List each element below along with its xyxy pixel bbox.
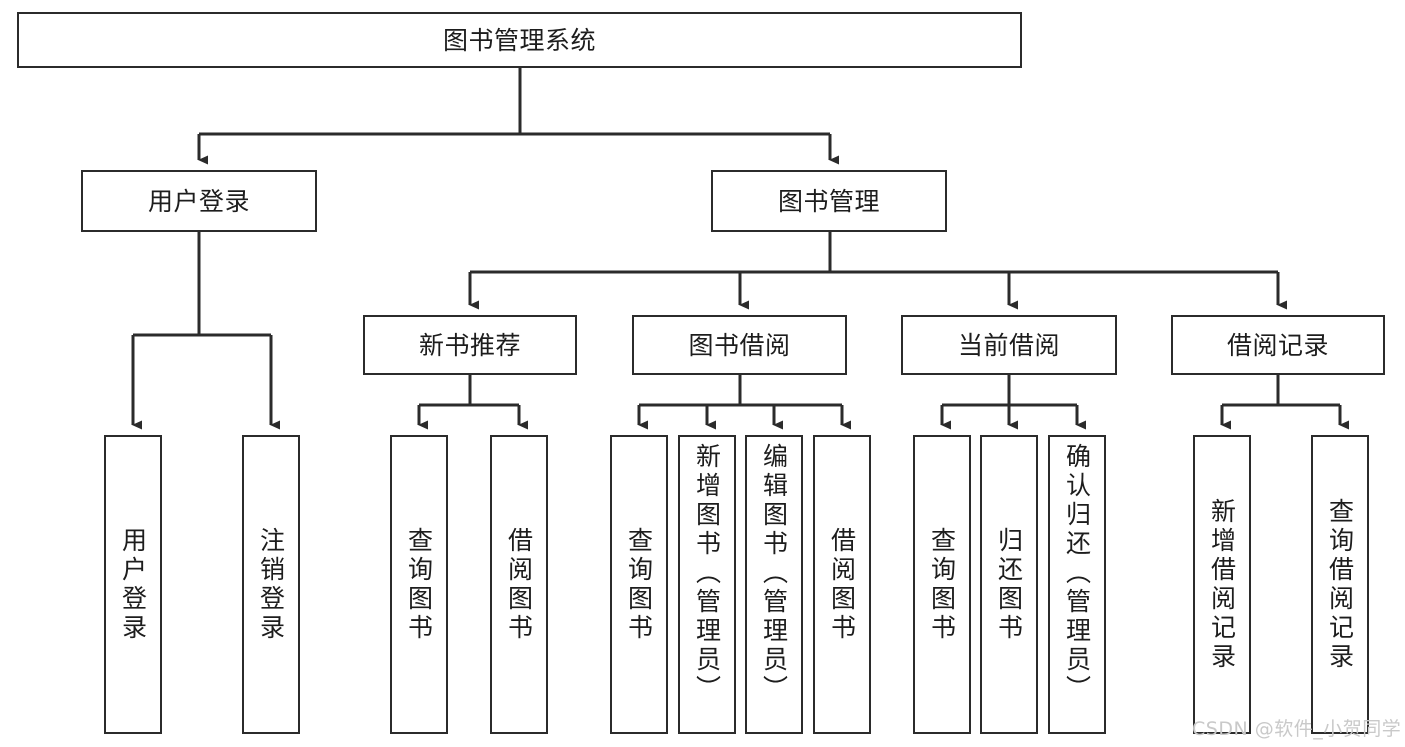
node-new-book-recommend[interactable]: 新书推荐 xyxy=(363,315,577,375)
node-new-book-recommend-label: 新书推荐 xyxy=(418,330,521,360)
node-root-label: 图书管理系统 xyxy=(442,25,596,55)
node-leaf-logout-login[interactable]: 注销登录 xyxy=(242,435,300,734)
node-leaf-confirm-return[interactable]: 确认归还（管理员） xyxy=(1048,435,1106,734)
node-leaf-query-book-3-label: 查询图书 xyxy=(927,526,957,643)
node-leaf-edit-book[interactable]: 编辑图书（管理员） xyxy=(745,435,803,734)
node-leaf-add-book-label: 新增图书（管理员） xyxy=(692,443,722,704)
node-current-borrow-label: 当前借阅 xyxy=(957,330,1060,360)
node-root[interactable]: 图书管理系统 xyxy=(17,12,1022,68)
node-leaf-borrow-book-1-label: 借阅图书 xyxy=(504,526,534,643)
node-leaf-query-record-label: 查询借阅记录 xyxy=(1325,497,1355,672)
node-leaf-borrow-book-2-label: 借阅图书 xyxy=(827,526,857,643)
node-leaf-borrow-book-2[interactable]: 借阅图书 xyxy=(813,435,871,734)
node-current-borrow[interactable]: 当前借阅 xyxy=(901,315,1117,375)
node-leaf-query-book-2-label: 查询图书 xyxy=(624,526,654,643)
node-leaf-add-book[interactable]: 新增图书（管理员） xyxy=(678,435,736,734)
node-leaf-return-book-label: 归还图书 xyxy=(994,526,1024,643)
node-user-login[interactable]: 用户登录 xyxy=(81,170,317,232)
node-leaf-add-record-label: 新增借阅记录 xyxy=(1207,497,1237,672)
node-leaf-add-record[interactable]: 新增借阅记录 xyxy=(1193,435,1251,734)
node-leaf-query-book-1-label: 查询图书 xyxy=(404,526,434,643)
node-borrow-record-label: 借阅记录 xyxy=(1226,330,1329,360)
node-book-borrow-label: 图书借阅 xyxy=(688,330,791,360)
node-leaf-query-book-2[interactable]: 查询图书 xyxy=(610,435,668,734)
node-book-management-label: 图书管理 xyxy=(777,186,880,216)
node-leaf-return-book[interactable]: 归还图书 xyxy=(980,435,1038,734)
node-leaf-logout-login-label: 注销登录 xyxy=(256,526,286,643)
node-user-login-label: 用户登录 xyxy=(147,186,250,216)
node-leaf-borrow-book-1[interactable]: 借阅图书 xyxy=(490,435,548,734)
csdn-watermark: CSDN @软件_小贺同学 xyxy=(1192,714,1401,741)
node-book-borrow[interactable]: 图书借阅 xyxy=(632,315,847,375)
node-leaf-edit-book-label: 编辑图书（管理员） xyxy=(759,443,789,704)
node-leaf-user-login[interactable]: 用户登录 xyxy=(104,435,162,734)
node-book-management[interactable]: 图书管理 xyxy=(711,170,947,232)
node-leaf-user-login-label: 用户登录 xyxy=(118,526,148,643)
node-leaf-query-book-3[interactable]: 查询图书 xyxy=(913,435,971,734)
node-borrow-record[interactable]: 借阅记录 xyxy=(1171,315,1385,375)
node-leaf-query-book-1[interactable]: 查询图书 xyxy=(390,435,448,734)
node-leaf-confirm-return-label: 确认归还（管理员） xyxy=(1062,443,1092,704)
csdn-watermark-text: CSDN @软件_小贺同学 xyxy=(1192,718,1402,740)
node-leaf-query-record[interactable]: 查询借阅记录 xyxy=(1311,435,1369,734)
